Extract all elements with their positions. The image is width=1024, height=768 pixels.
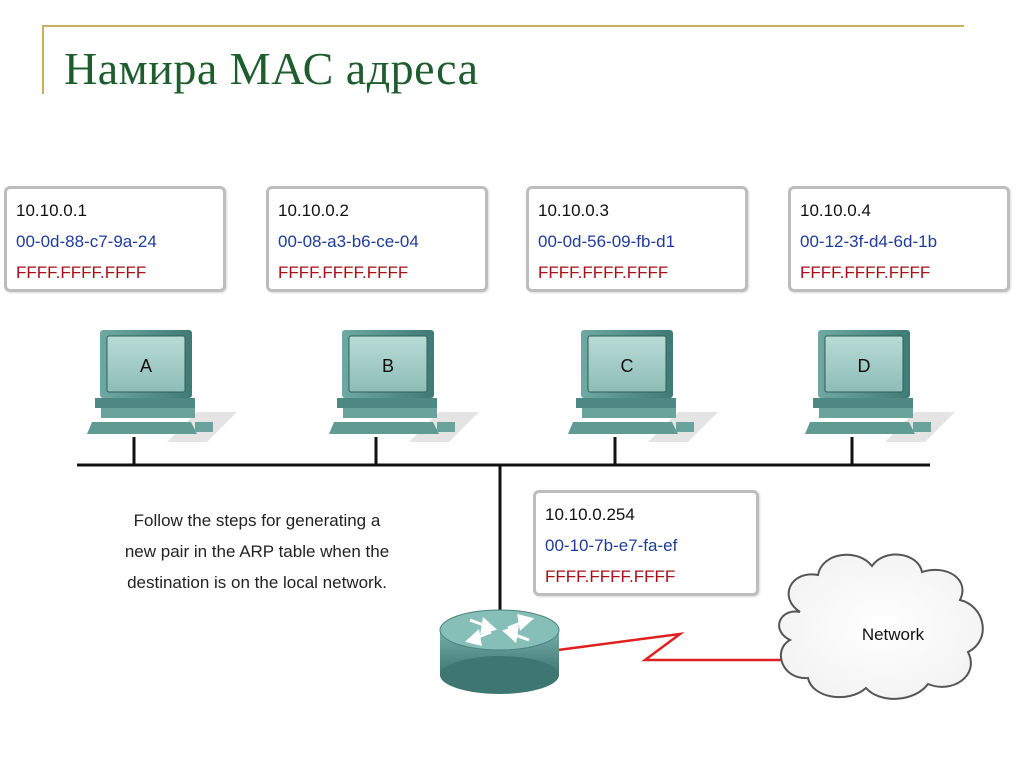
title-side-rule (42, 27, 44, 94)
host-c-ip: 10.10.0.3 (538, 201, 609, 220)
host-c-broadcast-mac: FFFF.FFFF.FFFF (538, 263, 669, 282)
host-d-address-box: 10.10.0.4 00-12-3f-d4-6d-1b FFFF.FFFF.FF… (788, 186, 1010, 292)
host-a-mac: 00-0d-88-c7-9a-24 (16, 232, 157, 251)
network-cloud-label: Network (862, 625, 925, 644)
caption-line-2: new pair in the ARP table when the (124, 542, 390, 561)
host-a-broadcast-mac: FFFF.FFFF.FFFF (16, 263, 147, 282)
wan-link (557, 632, 790, 662)
computer-d-label: D (858, 356, 871, 376)
host-b-broadcast-mac: FFFF.FFFF.FFFF (278, 263, 409, 282)
host-a-ip: 10.10.0.1 (16, 201, 87, 220)
host-b-ip: 10.10.0.2 (278, 201, 349, 220)
computer-a-icon: A (87, 330, 237, 442)
computer-b-label: B (382, 356, 394, 376)
computer-b-icon: B (329, 330, 479, 442)
router-mac: 00-10-7b-e7-fa-ef (545, 536, 678, 555)
router-icon (439, 609, 560, 694)
computer-c-icon: C (568, 330, 718, 442)
instruction-caption: Follow the steps for generating a new pa… (62, 505, 452, 598)
network-cloud-icon: Network (778, 553, 984, 700)
host-d-mac: 00-12-3f-d4-6d-1b (800, 232, 938, 251)
host-c-address-box: 10.10.0.3 00-0d-56-09-fb-d1 FFFF.FFFF.FF… (526, 186, 748, 292)
host-c-mac: 00-0d-56-09-fb-d1 (538, 232, 676, 251)
host-a-address-box: 10.10.0.1 00-0d-88-c7-9a-24 FFFF.FFFF.FF… (4, 186, 226, 292)
caption-line-1: Follow the steps for generating a (133, 511, 381, 530)
router-broadcast-mac: FFFF.FFFF.FFFF (545, 567, 676, 586)
computer-d-icon: D (805, 330, 955, 442)
host-b-mac: 00-08-a3-b6-ce-04 (278, 232, 419, 251)
title-top-rule (42, 25, 964, 27)
caption-line-3: destination is on the local network. (127, 573, 387, 592)
computer-a-label: A (140, 356, 152, 376)
slide-title: Намира МАС адреса (64, 43, 479, 94)
host-b-address-box: 10.10.0.2 00-08-a3-b6-ce-04 FFFF.FFFF.FF… (266, 186, 488, 292)
host-d-broadcast-mac: FFFF.FFFF.FFFF (800, 263, 931, 282)
router-address-box: 10.10.0.254 00-10-7b-e7-fa-ef FFFF.FFFF.… (533, 490, 759, 596)
router-ip: 10.10.0.254 (545, 505, 635, 524)
host-d-ip: 10.10.0.4 (800, 201, 871, 220)
computer-c-label: C (621, 356, 634, 376)
